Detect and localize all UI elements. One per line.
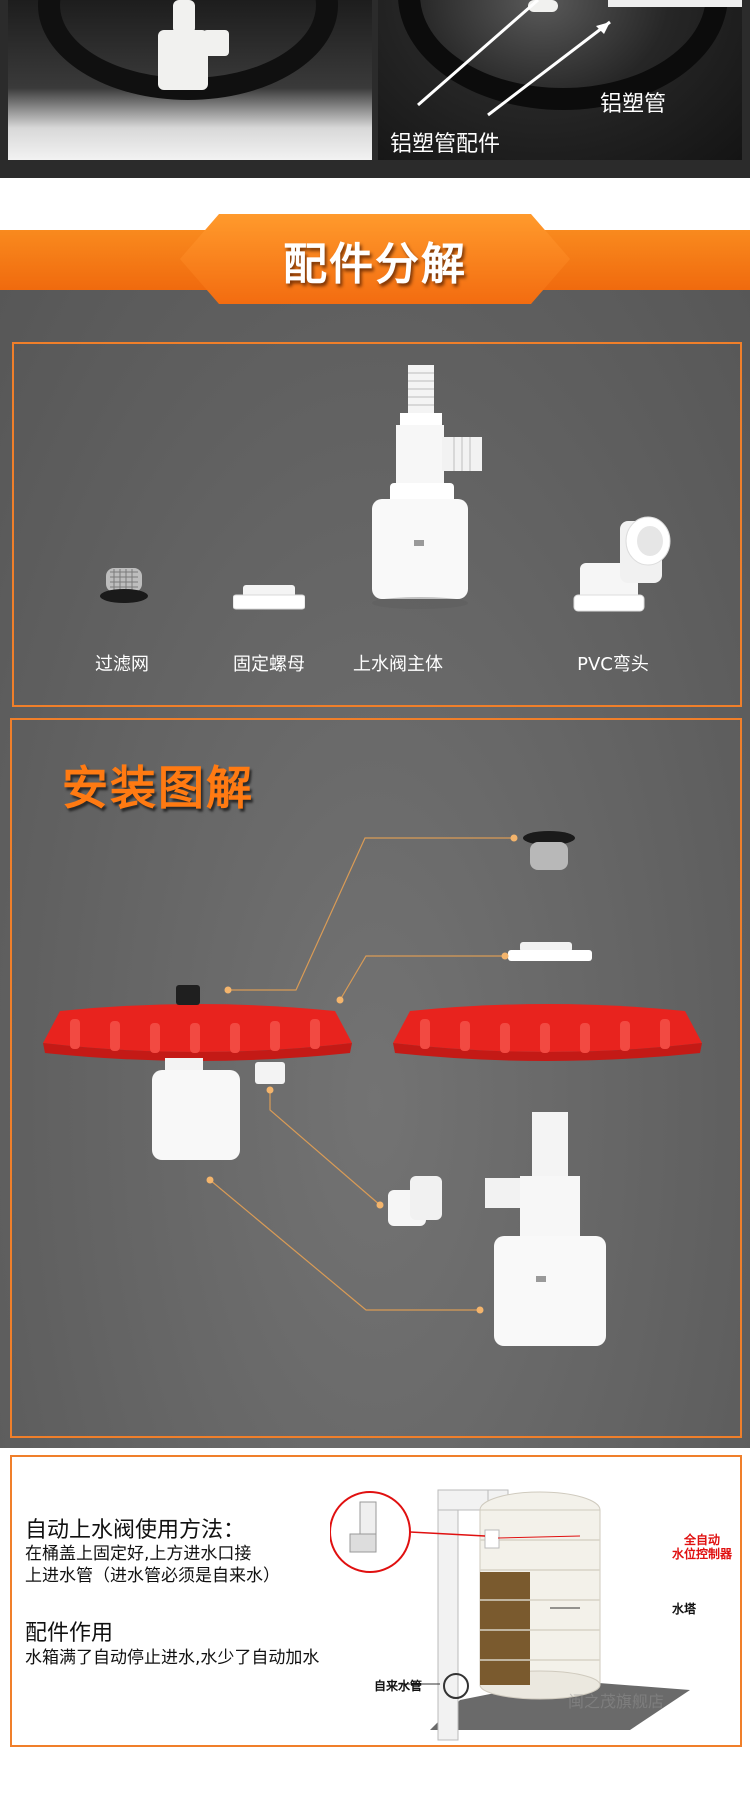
fixing-nut-image [233,585,305,610]
valve-body-image [372,365,482,609]
parts-frame [12,342,742,707]
part-label-valve-body: 上水阀主体 [353,654,443,675]
caption-pipe-fitting: 铝塑管配件 [390,132,501,157]
caption-aluminum-pipe: 铝塑管 [600,92,667,117]
diagram-label-controller-1: 全自动 [683,1533,720,1547]
function-line: 水箱满了自动停止进水,水少了自动加水 [25,1648,320,1668]
part-label-filter: 过滤网 [95,654,149,675]
install-title: 安装图解 [62,761,254,815]
install-frame [10,718,742,1438]
diagram-label-pipe: 自来水管 [374,1679,423,1693]
usage-line-1: 在桶盖上固定好,上方进水口接 [25,1544,252,1564]
part-label-pvc-elbow: PVC弯头 [577,654,649,675]
diagram-label-controller-2: 水位控制器 [671,1547,732,1561]
tank-lid-assembled-image [43,1004,352,1061]
store-watermark: 闽之茂旗舰店 [568,1692,665,1711]
section-banner-tab [180,214,570,304]
valve-in-tank-photo [8,0,372,160]
filter-screen-image [100,568,148,603]
top-photo-strip: 铝塑管 铝塑管配件 [0,0,750,178]
tank-lid-image [393,1004,702,1061]
pipe-fitting-photo [378,0,742,160]
function-heading: 配件作用 [25,1621,114,1646]
water-tower-diagram [330,1489,690,1741]
pvc-elbow-image [573,516,671,612]
diagram-label-tower: 水塔 [672,1602,697,1616]
part-label-nut: 固定螺母 [233,654,305,675]
usage-heading: 自动上水阀使用方法： [25,1518,246,1543]
usage-line-2: 上进水管（进水管必须是自来水） [25,1566,280,1586]
section-title: 配件分解 [283,239,467,290]
arrow-lines [417,0,742,117]
